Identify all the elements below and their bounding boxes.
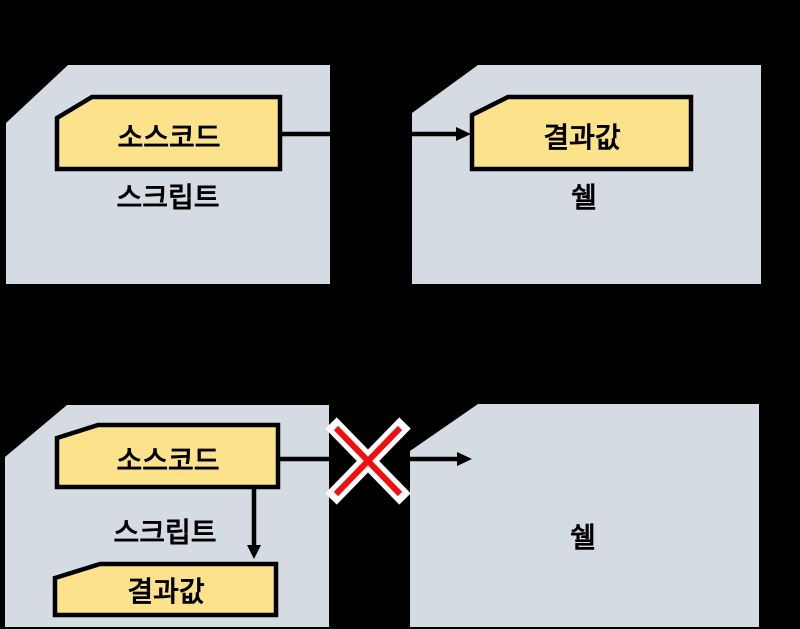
top-row: 소스코드 결과값 스크립트 쉘 (6, 65, 761, 284)
bottom-source-code-box (54, 422, 281, 490)
x-mark-red-stroke-2 (333, 425, 403, 497)
bottom-result-box (52, 561, 279, 618)
top-source-code-label: 소스코드 (117, 121, 220, 154)
top-source-code-box (54, 94, 283, 172)
bottom-down-arrowhead-icon (247, 545, 261, 559)
bottom-shell-container (410, 404, 759, 627)
bottom-blocked-arrowhead-icon (457, 452, 472, 466)
top-result-label: 결과값 (543, 121, 621, 154)
bottom-result-label: 결과값 (127, 575, 205, 608)
top-arrowhead-icon (456, 127, 471, 141)
x-mark-icon (325, 417, 411, 505)
bottom-shell-container-label: 쉘 (570, 521, 596, 554)
top-script-container-label: 스크립트 (116, 181, 219, 214)
top-result-box (469, 94, 694, 172)
bottom-row: 소스코드 결과값 스크립트 쉘 (5, 404, 759, 627)
bottom-script-container-label: 스크립트 (113, 516, 216, 549)
bottom-source-code-label: 소스코드 (116, 444, 219, 477)
top-shell-container-label: 쉘 (571, 181, 597, 214)
